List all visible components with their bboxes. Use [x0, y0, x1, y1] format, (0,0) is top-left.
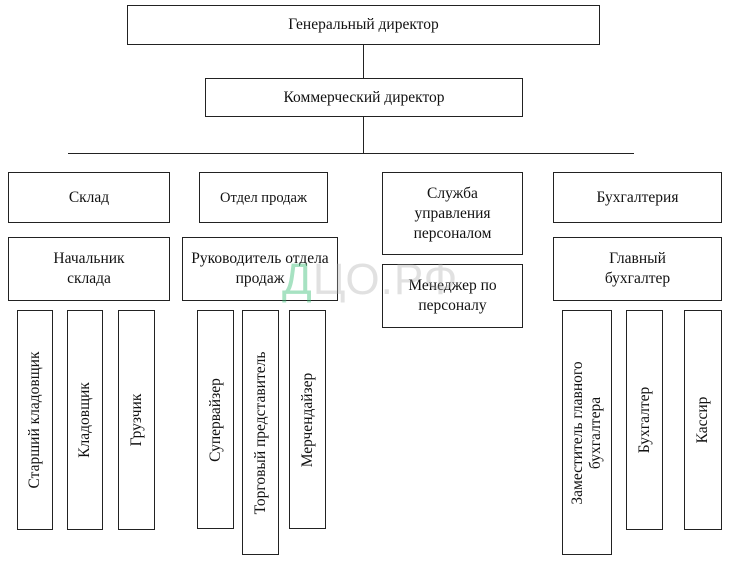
staff-label: Супервайзер	[206, 377, 224, 462]
staff-label: Старший кладовщик	[26, 351, 43, 489]
connector-commercial-bus	[363, 116, 365, 154]
staff-label: Грузчик	[127, 393, 145, 447]
dept-label: Бухгалтерия	[596, 188, 679, 206]
head-label: Главный бухгалтер	[604, 250, 671, 287]
loader-box: Грузчик	[118, 310, 155, 530]
senior-storekeeper-box: Старший кладовщик	[17, 310, 53, 530]
deputy-chief-accountant-box: Заместитель главного бухгалтера	[562, 310, 612, 555]
dept-label: Отдел продаж	[220, 189, 307, 206]
head-label: Начальник склада	[53, 250, 125, 287]
staff-label: Мерчендайзер	[298, 372, 316, 467]
accountant-box: Бухгалтер	[626, 310, 663, 530]
chief-accountant-box: Главный бухгалтер	[553, 237, 722, 301]
ceo-label: Генеральный директор	[288, 16, 439, 33]
sales-rep-box: Торговый представитель	[242, 310, 279, 555]
warehouse-box: Склад	[8, 172, 170, 223]
hr-manager-box: Менеджер по персоналу	[382, 264, 523, 328]
staff-label: Заместитель главного бухгалтера	[569, 360, 604, 505]
warehouse-head-box: Начальник склада	[8, 237, 170, 301]
storekeeper-box: Кладовщик	[67, 310, 103, 530]
head-label: Руководитель отдела продаж	[191, 250, 329, 287]
connector-ceo-commercial	[363, 44, 365, 78]
staff-label: Торговый представитель	[251, 351, 269, 514]
cashier-box: Кассир	[684, 310, 722, 530]
merchandiser-box: Мерчендайзер	[289, 310, 326, 529]
sales-head-box: Руководитель отдела продаж	[182, 237, 338, 301]
head-label: Менеджер по персоналу	[408, 277, 497, 314]
commercial-director-label: Коммерческий директор	[283, 88, 445, 106]
hr-service-box: Служба управления персоналом	[382, 172, 523, 255]
accounting-box: Бухгалтерия	[553, 172, 722, 223]
ceo-box: Генеральный директор	[127, 5, 600, 45]
staff-label: Кладовщик	[76, 382, 93, 458]
supervisor-box: Супервайзер	[197, 310, 234, 529]
staff-label: Кассир	[694, 396, 711, 444]
dept-label: Служба управления персоналом	[413, 184, 492, 242]
dept-label: Склад	[68, 188, 110, 206]
sales-dept-box: Отдел продаж	[199, 172, 328, 223]
commercial-director-box: Коммерческий директор	[205, 78, 523, 117]
horizontal-bus	[68, 153, 634, 155]
staff-label: Бухгалтер	[635, 386, 653, 454]
